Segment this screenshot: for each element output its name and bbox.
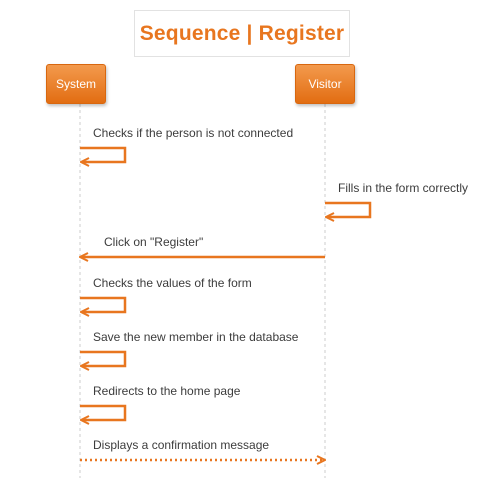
- message-label: Displays a confirmation message: [93, 438, 269, 452]
- message-label: Checks the values of the form: [93, 276, 252, 290]
- actor-system-label: System: [55, 77, 96, 91]
- message-label: Checks if the person is not connected: [93, 126, 293, 140]
- message-arrow: [80, 146, 127, 162]
- actor-system: System: [46, 64, 106, 104]
- message-1: Checks if the person is not connected: [80, 126, 293, 162]
- message-4: Checks the values of the form: [80, 276, 252, 312]
- message-6: Redirects to the home page: [80, 384, 241, 420]
- message-arrow: [325, 201, 372, 217]
- message-3: Click on "Register": [81, 235, 325, 257]
- messages-layer: Checks if the person is not connectedFil…: [80, 126, 468, 460]
- actor-visitor-label: Visitor: [308, 77, 342, 91]
- message-label: Save the new member in the database: [93, 330, 299, 344]
- message-arrow: [80, 404, 127, 420]
- message-5: Save the new member in the database: [80, 330, 299, 366]
- diagram-title: Sequence | Register: [139, 21, 345, 45]
- actor-visitor: Visitor: [295, 64, 355, 104]
- message-arrow: [80, 296, 127, 312]
- message-arrow: [80, 350, 127, 366]
- message-2: Fills in the form correctly: [325, 181, 468, 217]
- message-label: Click on "Register": [104, 235, 203, 249]
- message-label: Fills in the form correctly: [338, 181, 468, 195]
- diagram-title-box: Sequence | Register: [134, 10, 350, 57]
- message-7: Displays a confirmation message: [80, 438, 324, 460]
- message-label: Redirects to the home page: [93, 384, 241, 398]
